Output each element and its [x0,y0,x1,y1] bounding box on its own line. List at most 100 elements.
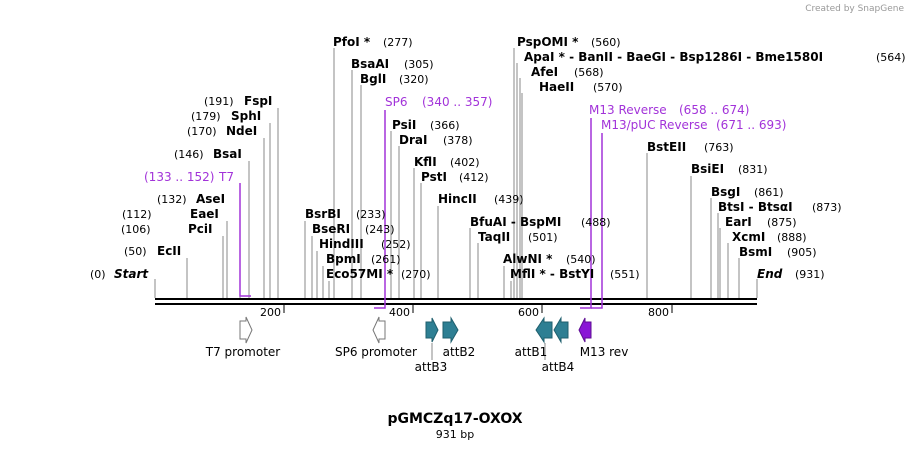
start-pos: (0) [90,268,106,281]
site-pos-bseri: (243) [365,223,395,236]
site-pcii: PciI [188,222,213,236]
tick-label-400: 400 [389,306,410,319]
site-ecii: EcII [157,244,181,258]
site-ndei: NdeI [226,124,257,138]
attb1-arrow [535,316,553,344]
primer-name-sp6: SP6 [385,95,408,109]
site-fspi: FspI [244,94,272,108]
site-pos-eco57mi: (270) [401,268,431,281]
site-pos-ecii: (50) [124,245,147,258]
site-bsgi: BsgI [711,185,740,199]
site-bsrbi: BsrBI [305,207,341,221]
end-label-group: End (931) [756,267,825,298]
site-eco57mi: Eco57MI * [326,267,394,281]
attb2-arrow [442,316,459,344]
site-pos-apai-group: (564) [876,51,906,64]
site-pos-asei: (132) [157,193,187,206]
site-pos-haeii: (570) [593,81,623,94]
site-bpmi: BpmI [326,252,361,266]
sites-right-upper: PspOMI * (560) ApaI * - BanII - BaeGI - … [517,35,906,94]
site-hindiii: HindIII [319,237,364,251]
site-pos-fspi: (191) [204,95,234,108]
site-pspomi: PspOMI * [517,35,579,49]
site-bgli: BglI [360,72,386,86]
site-eari: EarI [725,215,752,229]
sites-far-right: BstEII (763) BsiEI (831) BsgI (861) BtsI… [647,140,842,259]
site-pos-psii: (366) [430,119,460,132]
start-label: Start [114,267,149,281]
feature-labels: T7 promoter SP6 promoter attB3 attB2 att… [205,345,629,374]
site-bsaai: BsaAI [351,57,389,71]
primer-name-m13-reverse: M13 Reverse [589,103,667,117]
ruler: 200 400 600 800 [260,305,673,319]
site-taqii: TaqII [478,230,510,244]
site-mfli-group: MflI * - BstYI [510,267,594,281]
site-pos-ndei: (170) [187,125,217,138]
site-sphi: SphI [231,109,261,123]
site-haeii: HaeII [539,80,574,94]
feature-attb2: attB2 [443,345,476,359]
site-pos-pcii: (106) [121,223,151,236]
feature-t7-promoter: T7 promoter [205,345,281,359]
feature-sp6-promoter: SP6 promoter [335,345,417,359]
site-eaei: EaeI [190,207,219,221]
end-pos: (931) [795,268,825,281]
site-pos-alwni: (540) [566,253,596,266]
site-hincii: HincII [438,192,477,206]
end-label: End [757,267,783,281]
site-bsai: BsaI [213,147,242,161]
site-psii: PsiI [392,118,416,132]
site-pos-eari: (875) [767,216,797,229]
tick-label-600: 600 [518,306,539,319]
site-pos-hincii: (439) [494,193,524,206]
feature-attb4: attB4 [542,360,575,374]
attb3-arrow [425,317,439,343]
primer-labels: (133 .. 152) T7 SP6 (340 .. 357) M13 Rev… [144,95,786,184]
site-pos-bsai: (146) [174,148,204,161]
site-guide-lines [186,48,740,298]
sp6-promoter-arrow [372,316,386,344]
t7-promoter-arrow [239,316,253,344]
site-pos-afei: (568) [574,66,604,79]
site-kfli: KflI [414,155,437,169]
attb4-arrow [553,316,569,344]
sites-left: (50) EcII (106) PciI (112) EaeI (132) As… [121,94,272,258]
site-apai-group: ApaI * - BanII - BaeGI - Bsp1286I - Bme1… [524,50,823,64]
site-pos-eaei: (112) [122,208,152,221]
site-pos-taqii: (501) [528,231,558,244]
feature-attb1: attB1 [515,345,548,359]
site-pos-bfuai-group: (488) [581,216,611,229]
primer-markers [239,110,603,309]
site-pos-bpmi: (261) [371,253,401,266]
primer-range-m13-puc-reverse: (671 .. 693) [716,118,786,132]
primer-range-t7: (133 .. 152) [144,170,214,184]
sites-center: PsiI (366) DraI (378) KflI (402) PstI (4… [392,118,524,206]
site-pfoi: PfoI * [333,35,371,49]
site-pos-bsiei: (831) [738,163,768,176]
site-bsiei: BsiEI [691,162,724,176]
map-title: pGMCZq17-OXOX [387,411,522,427]
feature-arrows [239,316,592,344]
site-pos-bsgi: (861) [754,186,784,199]
site-pos-btsi-group: (873) [812,201,842,214]
site-bfuai-group: BfuAI - BspMI [470,215,561,229]
site-pos-bsrbi: (233) [356,208,386,221]
snapgene-credit: Created by SnapGene [805,4,904,14]
site-bsmi: BsmI [739,245,772,259]
feature-leaders [431,343,546,360]
backbone [155,298,757,305]
site-pos-hindiii: (252) [381,238,411,251]
sites-mid-lower: BsrBI (233) BseRI (243) HindIII (252) Bp… [305,207,431,281]
site-pos-pfoi: (277) [383,36,413,49]
tick-label-200: 200 [260,306,281,319]
primer-name-m13-puc-reverse: M13/pUC Reverse [601,118,708,132]
site-afei: AfeI [531,65,558,79]
site-alwni: AlwNI * [503,252,553,266]
m13-rev-arrow [578,317,592,343]
tick-label-800: 800 [648,306,669,319]
site-pos-xcmi: (888) [777,231,807,244]
site-bseri: BseRI [312,222,350,236]
sites-right-lower: BfuAI - BspMI (488) TaqII (501) AlwNI * … [470,215,640,281]
site-pos-drai: (378) [443,134,473,147]
